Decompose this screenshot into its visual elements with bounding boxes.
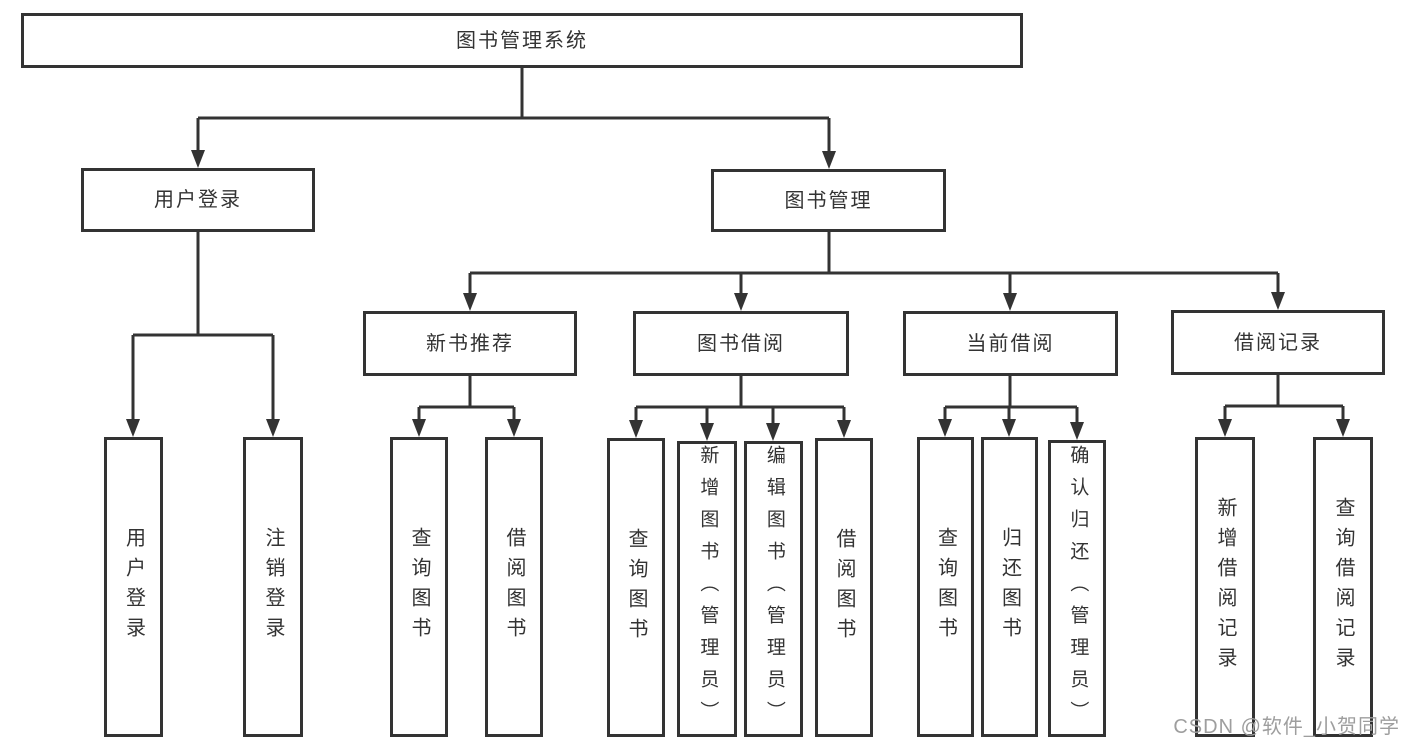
box-user-login: 用户登录	[104, 437, 163, 737]
box-confirm-return-admin: 确认归还（管理员）	[1048, 440, 1106, 737]
box-current-borrowing: 当前借阅	[903, 311, 1118, 376]
connector-current-borrow-children	[938, 376, 1084, 440]
connector-borrow-records-children	[1218, 375, 1350, 437]
box-query-books-borrow: 查询图书	[607, 438, 665, 737]
box-book-borrowing: 图书借阅	[633, 311, 849, 376]
connector-book-management-children	[463, 232, 1285, 311]
box-query-books-recommend: 查询图书	[390, 437, 448, 737]
box-query-books-current: 查询图书	[917, 437, 974, 737]
box-edit-book-admin: 编辑图书（管理员）	[744, 441, 803, 737]
csdn-watermark: CSDN @软件_小贺同学	[1173, 716, 1400, 738]
connector-new-book-children	[412, 376, 521, 437]
box-book-management: 图书管理	[711, 169, 946, 232]
connector-root-to-level2	[191, 68, 836, 169]
box-new-book-recommend: 新书推荐	[363, 311, 577, 376]
connector-book-borrow-children	[629, 376, 851, 441]
box-user-login-module: 用户登录	[81, 168, 315, 232]
box-add-book-admin: 新增图书（管理员）	[677, 441, 737, 737]
connector-user-login-children	[126, 232, 280, 437]
box-library-system: 图书管理系统	[21, 13, 1023, 68]
box-borrowing-records: 借阅记录	[1171, 310, 1385, 375]
box-borrow-books-recommend: 借阅图书	[485, 437, 543, 737]
box-logout: 注销登录	[243, 437, 303, 737]
box-borrow-books: 借阅图书	[815, 438, 873, 737]
box-return-book: 归还图书	[981, 437, 1038, 737]
box-query-borrow-record: 查询借阅记录	[1313, 437, 1373, 737]
box-add-borrow-record: 新增借阅记录	[1195, 437, 1255, 737]
